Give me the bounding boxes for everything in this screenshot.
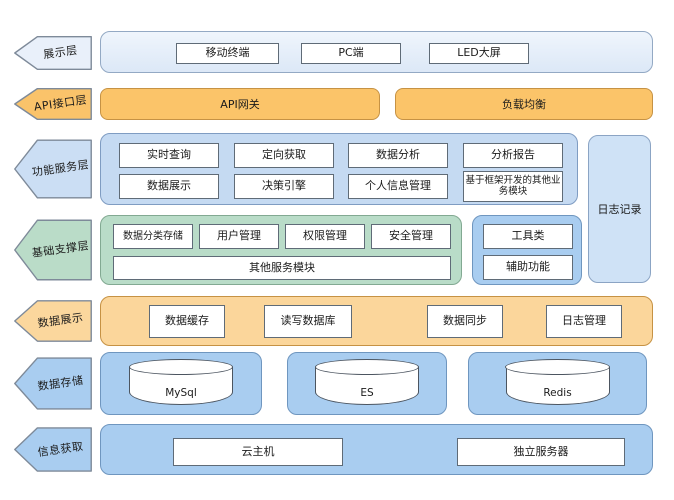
database-label: ES bbox=[360, 387, 374, 399]
left-arrow-icon bbox=[14, 219, 92, 281]
log-record-panel: 日志记录 bbox=[588, 135, 651, 283]
left-arrow-icon bbox=[14, 36, 92, 70]
node-log-management: 日志管理 bbox=[546, 305, 622, 338]
node-other-service-modules: 其他服务模块 bbox=[113, 256, 451, 280]
database-cylinder-icon: MySql bbox=[128, 359, 234, 405]
node-directed-fetch: 定向获取 bbox=[234, 143, 334, 168]
left-arrow-icon bbox=[14, 427, 92, 472]
band-support: 数据分类存储 用户管理 权限管理 安全管理 其他服务模块 bbox=[100, 215, 462, 285]
node-cloud-host: 云主机 bbox=[173, 438, 343, 466]
node-data-display: 数据展示 bbox=[119, 174, 219, 199]
layer-label-support: 基础支撑层 bbox=[31, 239, 90, 260]
layer-arrow-support: 基础支撑层 bbox=[14, 219, 92, 281]
node-auxiliary-function: 辅助功能 bbox=[483, 255, 573, 280]
left-arrow-icon bbox=[14, 88, 92, 120]
left-arrow-icon bbox=[14, 139, 92, 199]
node-data-sync: 数据同步 bbox=[427, 305, 503, 338]
storage-container-mysql: MySql bbox=[100, 352, 262, 415]
band-acquisition: 云主机 独立服务器 bbox=[100, 424, 653, 475]
storage-container-redis: Redis bbox=[468, 352, 647, 415]
node-tool-class: 工具类 bbox=[483, 224, 573, 249]
node-analysis-report: 分析报告 bbox=[463, 143, 563, 168]
node-led-screen: LED大屏 bbox=[429, 43, 529, 64]
node-mobile-terminal: 移动终端 bbox=[176, 43, 279, 64]
layer-label-services: 功能服务层 bbox=[31, 158, 90, 179]
node-personal-info-management: 个人信息管理 bbox=[348, 174, 448, 199]
node-data-analysis: 数据分析 bbox=[348, 143, 448, 168]
left-arrow-icon bbox=[14, 357, 92, 410]
band-services: 实时查询 定向获取 数据分析 分析报告 数据展示 决策引擎 个人信息管理 基于框… bbox=[100, 133, 578, 205]
database-cylinder-icon: ES bbox=[314, 359, 420, 405]
node-security-management: 安全管理 bbox=[371, 224, 451, 249]
layer-arrow-api: API接口层 bbox=[14, 88, 92, 120]
layer-arrow-storage: 数据存储 bbox=[14, 357, 92, 410]
storage-container-es: ES bbox=[287, 352, 447, 415]
node-api-gateway: API网关 bbox=[100, 88, 380, 120]
database-label: Redis bbox=[543, 387, 572, 399]
layer-arrow-services: 功能服务层 bbox=[14, 139, 92, 199]
node-permission-management: 权限管理 bbox=[285, 224, 365, 249]
node-read-write-database: 读写数据库 bbox=[264, 305, 352, 338]
node-pc-client: PC端 bbox=[301, 43, 401, 64]
node-user-management: 用户管理 bbox=[199, 224, 279, 249]
node-framework-other-modules: 基于框架开发的其他业务模块 bbox=[463, 171, 563, 202]
layer-label-storage: 数据存储 bbox=[36, 373, 85, 393]
layer-arrow-presentation: 展示层 bbox=[14, 36, 92, 70]
layer-arrow-acquisition: 信息获取 bbox=[14, 427, 92, 472]
node-dedicated-server: 独立服务器 bbox=[457, 438, 625, 466]
node-data-cache: 数据缓存 bbox=[149, 305, 225, 338]
node-realtime-query: 实时查询 bbox=[119, 143, 219, 168]
tools-panel: 工具类 辅助功能 bbox=[472, 215, 582, 285]
left-arrow-icon bbox=[14, 300, 92, 342]
node-decision-engine: 决策引擎 bbox=[234, 174, 334, 199]
band-data-display: 数据缓存 读写数据库 数据同步 日志管理 bbox=[100, 296, 653, 346]
database-label: MySql bbox=[165, 387, 197, 399]
node-load-balancer: 负载均衡 bbox=[395, 88, 653, 120]
layer-arrow-data-display: 数据展示 bbox=[14, 300, 92, 342]
band-presentation: 移动终端 PC端 LED大屏 bbox=[100, 31, 653, 73]
database-cylinder-icon: Redis bbox=[505, 359, 610, 405]
node-data-classified-storage: 数据分类存储 bbox=[113, 224, 193, 249]
